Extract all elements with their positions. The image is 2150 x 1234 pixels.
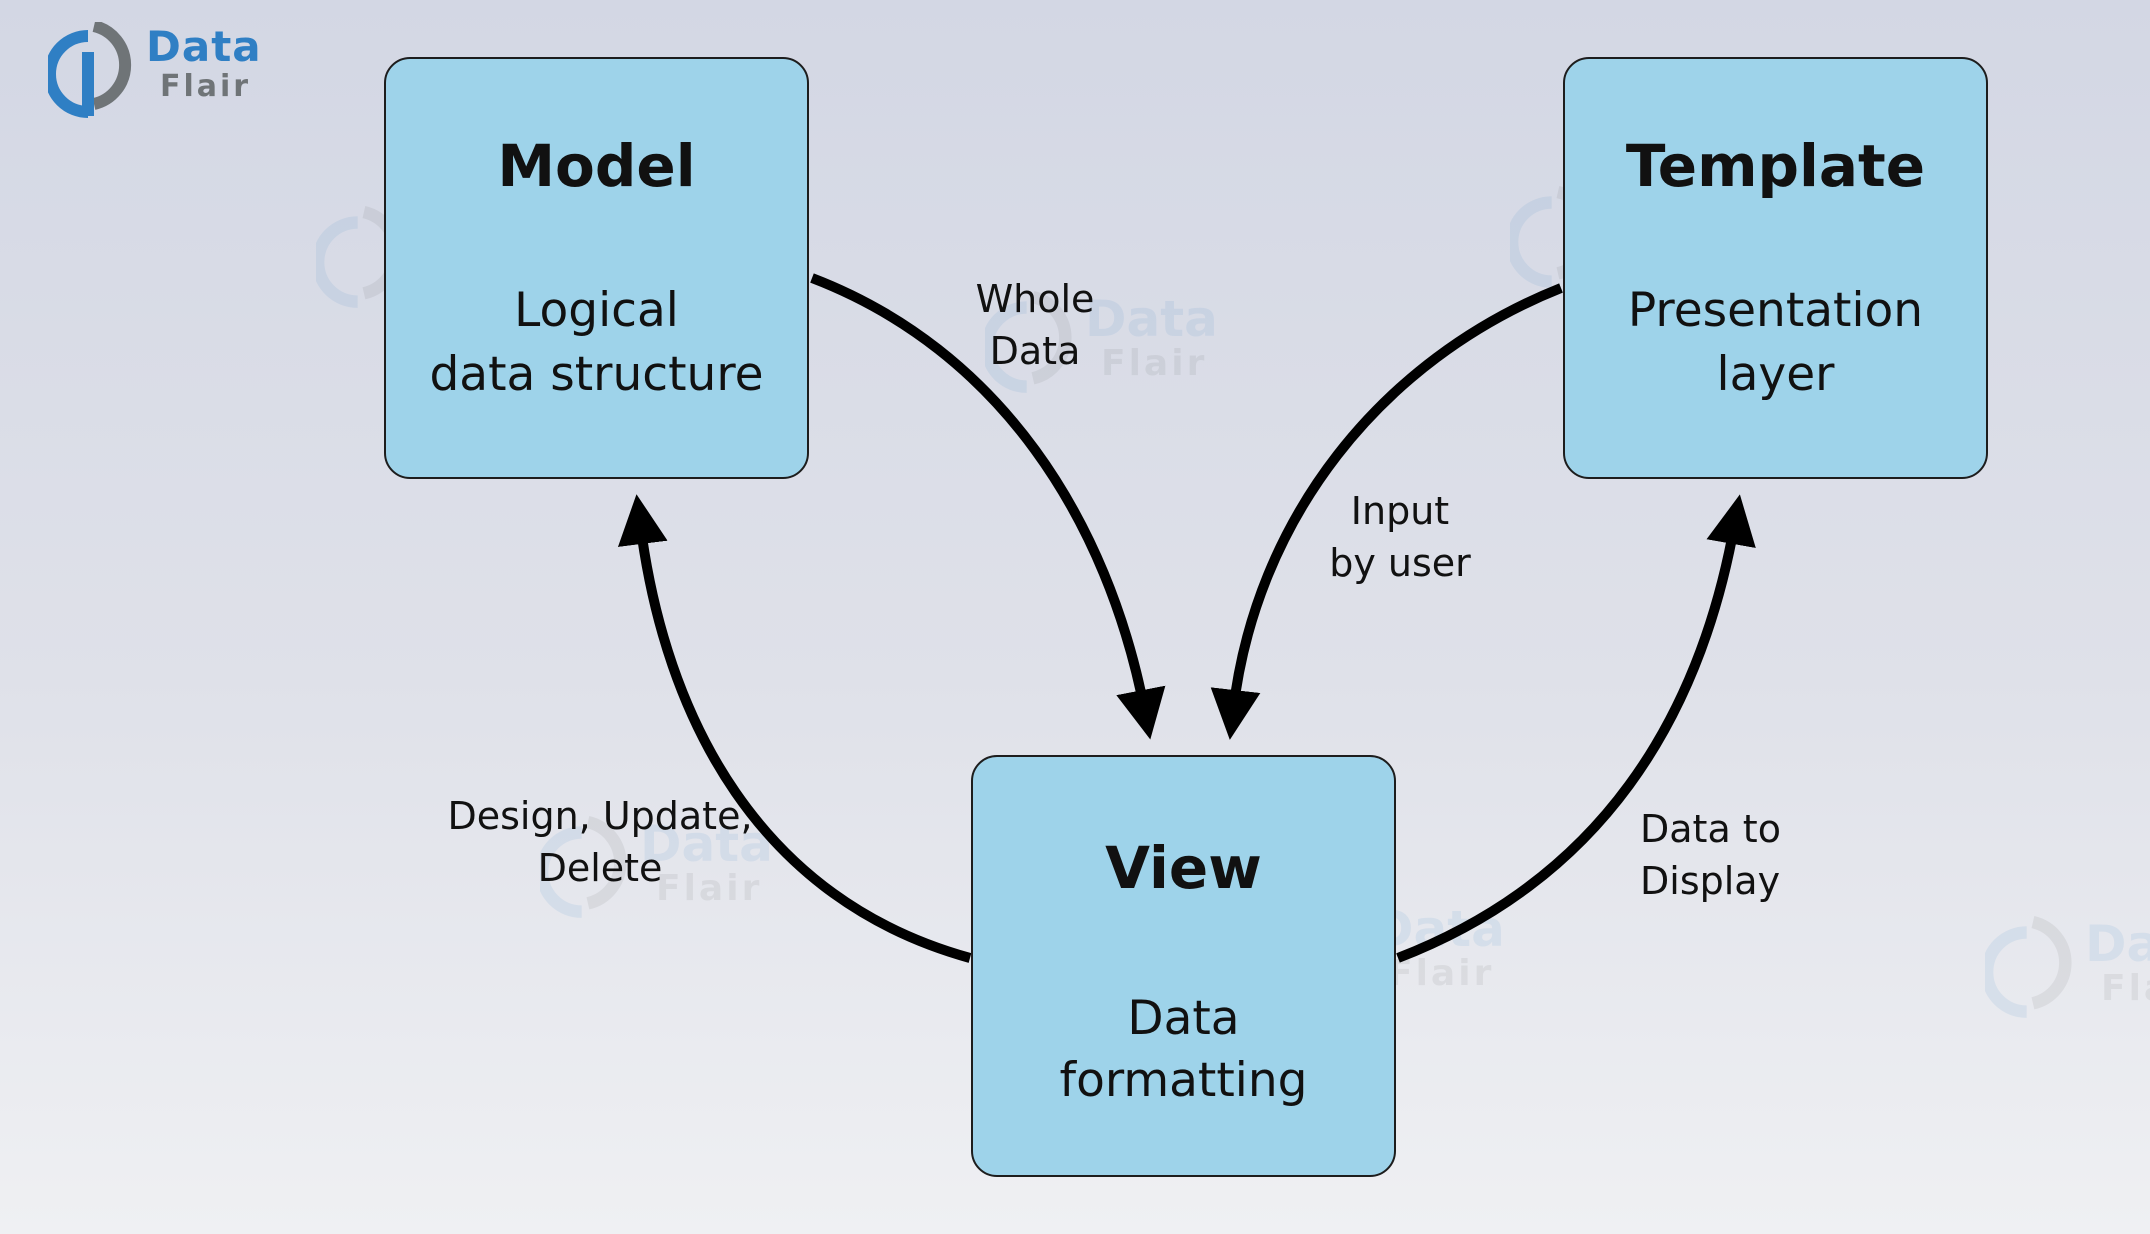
label-model-to-view-line1: Whole xyxy=(975,277,1095,321)
dataflair-logo: Data Flair xyxy=(48,22,268,132)
label-model-to-view: Whole Data xyxy=(955,280,1115,370)
model-title: Model xyxy=(497,132,696,200)
arrow-template-to-view xyxy=(1210,283,1563,740)
label-view-to-template-line2: Display xyxy=(1640,859,1781,903)
label-view-to-model-line1: Design, Update, xyxy=(447,794,753,838)
template-node: Template Presentation layer xyxy=(1563,57,1988,479)
model-desc-line2: data structure xyxy=(429,347,764,402)
label-view-to-model-line2: Delete xyxy=(537,846,663,890)
view-desc-line2: formatting xyxy=(1059,1053,1308,1108)
template-desc-line2: layer xyxy=(1716,347,1835,402)
logo-text-flair: Flair xyxy=(160,69,252,104)
template-desc-line1: Presentation xyxy=(1627,283,1924,338)
label-template-to-view-line2: by user xyxy=(1329,541,1471,585)
arrow-view-to-template xyxy=(1396,494,1756,963)
view-node: View Data formatting xyxy=(971,755,1396,1177)
model-desc-line1: Logical xyxy=(514,283,679,338)
model-node: Model Logical data structure xyxy=(384,57,809,479)
label-view-to-template: Data to Display xyxy=(1640,810,1840,900)
arrow-view-to-model xyxy=(617,494,972,963)
logo-mark-icon xyxy=(48,22,132,118)
label-model-to-view-line2: Data xyxy=(989,329,1081,373)
logo-text-data: Data xyxy=(146,22,262,71)
label-view-to-model: Design, Update, Delete xyxy=(435,797,765,887)
view-title: View xyxy=(1105,834,1262,902)
label-template-to-view-line1: Input xyxy=(1350,489,1450,533)
label-view-to-template-line1: Data to xyxy=(1640,807,1781,851)
template-title: Template xyxy=(1625,132,1926,200)
arrow-model-to-view xyxy=(810,273,1166,740)
label-template-to-view: Input by user xyxy=(1320,492,1480,582)
view-desc-line1: Data xyxy=(1127,991,1240,1046)
